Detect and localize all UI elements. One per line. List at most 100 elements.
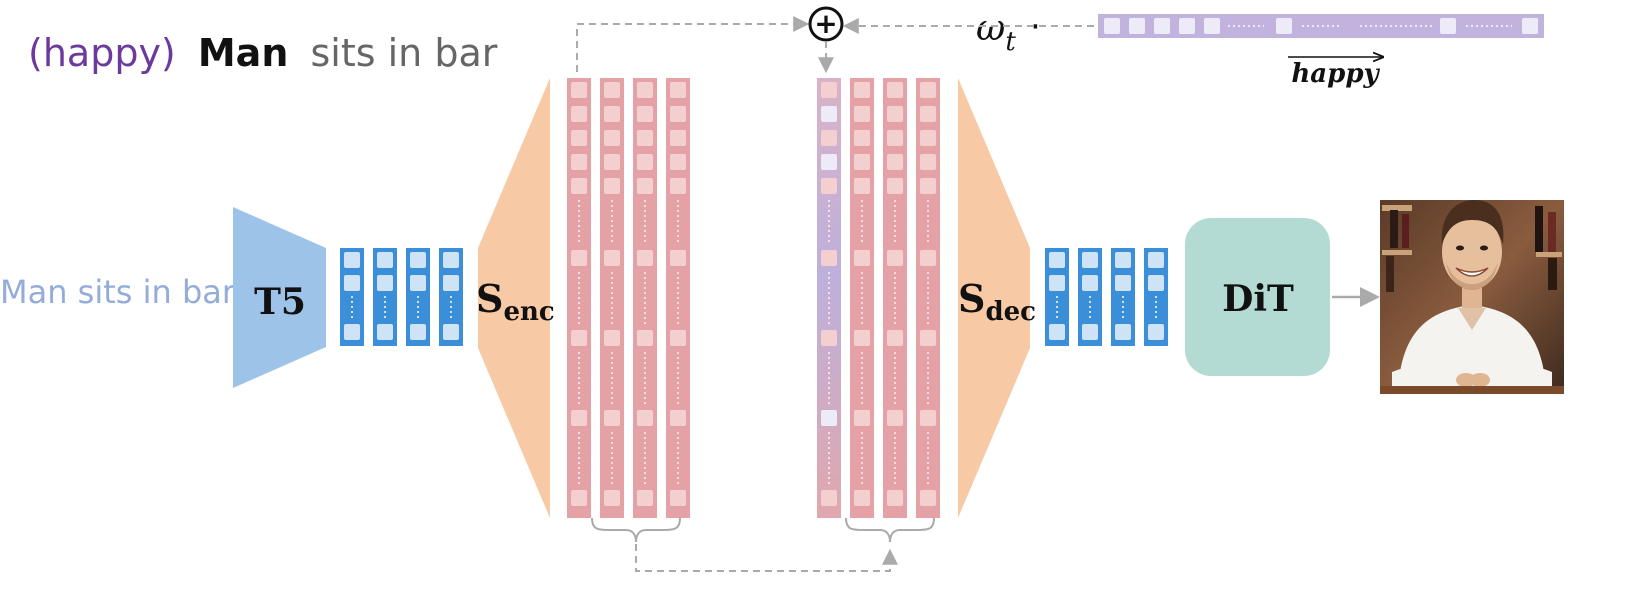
latent-cell — [854, 106, 870, 122]
token-cell — [443, 275, 459, 291]
latent-cell — [571, 130, 587, 146]
token-cell — [1115, 324, 1131, 340]
token-cell — [344, 324, 360, 340]
enc-to-dec-dashed — [635, 544, 898, 572]
latent-cell — [670, 410, 686, 426]
latent-cell — [604, 154, 620, 170]
vector-cell — [1440, 18, 1456, 34]
latent-cell — [637, 490, 653, 506]
latent-cell — [920, 178, 936, 194]
prompt-modifier-happy: (happy) — [28, 31, 176, 75]
latent-cell — [821, 410, 837, 426]
latent-cell — [854, 410, 870, 426]
token-cell — [410, 252, 426, 268]
plus-symbol: + — [814, 7, 837, 40]
latent-cell — [821, 330, 837, 346]
latent-cell — [920, 490, 936, 506]
token-cell — [410, 275, 426, 291]
latent-cell — [887, 178, 903, 194]
latent-cell — [920, 250, 936, 266]
vector-cell — [1129, 18, 1145, 34]
token-cell — [1049, 275, 1065, 291]
latent-cell — [854, 154, 870, 170]
latent-cell — [637, 130, 653, 146]
latent-cell — [604, 330, 620, 346]
latent-cell — [604, 106, 620, 122]
latent-cell — [887, 82, 903, 98]
dec-brace — [845, 517, 935, 543]
token-cell — [1148, 252, 1164, 268]
latent-cell — [670, 82, 686, 98]
latent-cell — [821, 130, 837, 146]
latent-cell — [887, 410, 903, 426]
latent-cell — [604, 410, 620, 426]
latent-cell — [604, 82, 620, 98]
token-cell — [377, 324, 393, 340]
latent-cell — [821, 250, 837, 266]
input-prompt: Man sits in bar — [0, 273, 236, 311]
latent-cell — [887, 154, 903, 170]
token-cell — [443, 252, 459, 268]
latent-cell — [637, 82, 653, 98]
latent-cell — [604, 178, 620, 194]
latent-cell — [821, 82, 837, 98]
latent-cell — [887, 250, 903, 266]
token-cell — [443, 324, 459, 340]
vector-cell — [1104, 18, 1120, 34]
latent-cell — [821, 106, 837, 122]
token-cell — [344, 252, 360, 268]
latent-cell — [854, 250, 870, 266]
latent-cell — [854, 490, 870, 506]
latent-cell — [670, 178, 686, 194]
latent-cell — [670, 250, 686, 266]
prompt-subject-man: Man — [198, 31, 289, 75]
latent-cell — [920, 330, 936, 346]
s-enc-shape — [478, 78, 550, 518]
vector-cell — [1204, 18, 1220, 34]
latent-cell — [637, 250, 653, 266]
latent-cell — [920, 130, 936, 146]
token-cell — [1082, 324, 1098, 340]
latent-cell — [887, 106, 903, 122]
latent-cell — [920, 410, 936, 426]
latent-cell — [571, 178, 587, 194]
latent-cell — [670, 490, 686, 506]
s-enc-label: Senc — [476, 276, 555, 327]
latent-cell — [571, 106, 587, 122]
dit-label: DiT — [1222, 278, 1294, 320]
multiply-dot: · — [1030, 7, 1041, 47]
latent-cell — [604, 490, 620, 506]
token-cell — [377, 275, 393, 291]
latent-cell — [854, 130, 870, 146]
token-cell — [1115, 252, 1131, 268]
latent-cell — [670, 154, 686, 170]
top-prompt: (happy) Man sits in bar — [28, 31, 498, 75]
output-image — [1380, 200, 1564, 394]
enc-to-plus-dashed — [576, 16, 810, 72]
token-cell — [1049, 252, 1065, 268]
latent-cell — [571, 250, 587, 266]
token-cell — [344, 275, 360, 291]
t5-token-embeddings — [340, 248, 463, 346]
s-dec-shape — [958, 78, 1030, 518]
latent-cell — [920, 154, 936, 170]
latent-cell — [637, 154, 653, 170]
token-cell — [410, 324, 426, 340]
latent-cell — [854, 178, 870, 194]
enc-brace — [591, 517, 681, 543]
token-cell — [1049, 324, 1065, 340]
latent-cell — [920, 82, 936, 98]
prompt-rest: sits in bar — [310, 31, 497, 75]
latent-cell — [571, 82, 587, 98]
token-cell — [1082, 275, 1098, 291]
token-cell — [1082, 252, 1098, 268]
t5-label: T5 — [254, 281, 306, 323]
latent-cell — [571, 410, 587, 426]
latent-cell — [854, 330, 870, 346]
sparse-latent-columns-decoder — [817, 78, 940, 518]
latent-cell — [920, 106, 936, 122]
latent-cell — [637, 178, 653, 194]
latent-cell — [637, 410, 653, 426]
vector-cell — [1154, 18, 1170, 34]
